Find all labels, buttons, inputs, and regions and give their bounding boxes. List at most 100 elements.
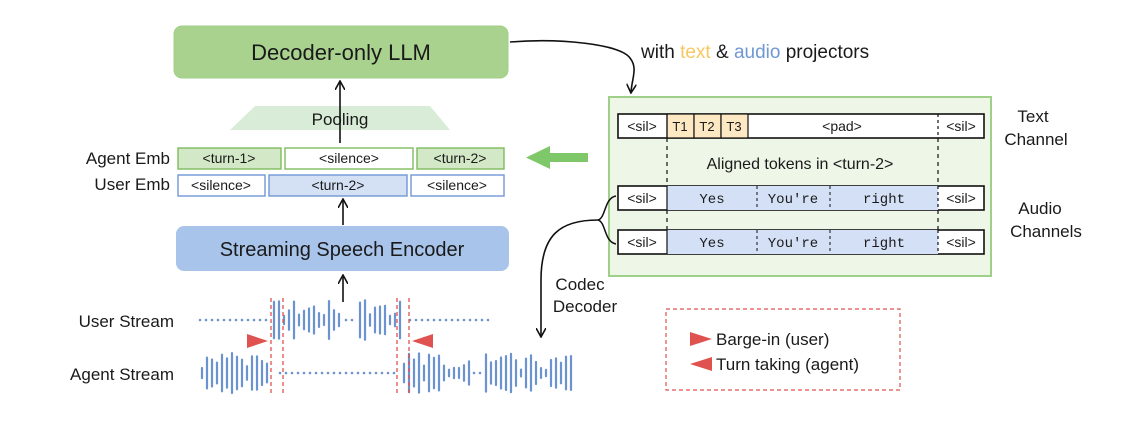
audio-token-label: right <box>863 236 905 252</box>
waveform-dot <box>228 318 232 322</box>
audio-channels-label-1: Audio <box>1018 199 1061 218</box>
agent-emb-token-label: <turn-2> <box>434 150 487 166</box>
agent-emb-token-2 <box>416 147 505 170</box>
waveform-dot <box>302 371 306 375</box>
waveform-dot <box>350 318 354 322</box>
turn-taking-legend-label: Turn taking (agent) <box>716 355 859 374</box>
user-emb-token-label: <silence> <box>191 177 251 193</box>
barge-in-legend-icon <box>690 332 712 346</box>
legend: Barge-in (user) Turn taking (agent) <box>665 308 901 391</box>
codec-label-2: Decoder <box>553 297 618 316</box>
audio-token-label: Yes <box>699 236 724 252</box>
waveform-dot <box>258 318 262 322</box>
text-token-label: <sil> <box>946 118 976 134</box>
waveform-dot <box>284 371 288 375</box>
text-word: text <box>680 42 711 63</box>
audio-channels-label-2: Channels <box>1010 222 1082 241</box>
waveform-dot <box>332 371 336 375</box>
waveform-dot <box>426 318 430 322</box>
waveform-dot <box>472 371 476 375</box>
waveform-dot <box>222 318 226 322</box>
barge-in-marker <box>247 334 268 348</box>
waveform-dot <box>234 318 238 322</box>
text-token-t3 <box>720 113 749 139</box>
waveform-dot <box>386 371 390 375</box>
waveform-dot <box>432 318 436 322</box>
llm-box <box>173 25 509 79</box>
user-stream-label: User Stream <box>79 312 174 331</box>
encoder-label: Streaming Speech Encoder <box>220 239 465 261</box>
streaming-speech-encoder-block: Streaming Speech Encoder <box>176 226 509 271</box>
user-stream-waveform <box>198 299 490 341</box>
waveform-dot <box>462 318 466 322</box>
text-channel-label-2: Channel <box>1004 130 1067 149</box>
audio-channel-row-1: <sil> Yes You're right <sil> <box>617 185 985 211</box>
barge-in-guides <box>270 298 410 395</box>
waveform-dot <box>216 318 220 322</box>
agent-emb-token-0 <box>177 147 282 170</box>
barge-in-legend-label: Barge-in (user) <box>716 330 829 349</box>
text-token-t1 <box>666 113 695 139</box>
decoder-only-llm-block: Decoder-only LLM <box>173 25 509 79</box>
waveform-dot <box>444 318 448 322</box>
llm-label: Decoder-only LLM <box>251 40 431 65</box>
user-emb-token-0 <box>177 174 266 197</box>
codec-label-1: Codec <box>555 275 605 294</box>
user-emb-token-label: <silence> <box>427 177 487 193</box>
waveform-dot <box>344 318 348 322</box>
waveform-dot <box>290 371 294 375</box>
waveform-dot <box>314 371 318 375</box>
text-channel-label-1: Text <box>1017 107 1048 126</box>
audio-token-label: You're <box>768 192 818 208</box>
waveform-dot <box>374 371 378 375</box>
waveform-dot <box>210 318 214 322</box>
waveform-dot <box>420 318 424 322</box>
agent-emb-token-label: <silence> <box>319 150 379 166</box>
user-emb-row: <silence> <turn-2> <silence> <box>177 174 505 197</box>
user-emb-token-label: <turn-2> <box>312 177 365 193</box>
waveform-dot <box>468 318 472 322</box>
turn-taking-legend-icon <box>690 357 712 371</box>
waveform-dot <box>198 318 202 322</box>
projector-note: with text & audio projectors <box>640 42 869 63</box>
waveform-dot <box>252 318 256 322</box>
waveform-dot <box>392 371 396 375</box>
agent-emb-token-label: <turn-1> <box>203 150 256 166</box>
waveform-dot <box>350 371 354 375</box>
waveform-dot <box>414 318 418 322</box>
waveform-dot <box>480 318 484 322</box>
waveform-dot <box>326 371 330 375</box>
llm-to-panel-arrow <box>509 40 634 92</box>
text-token-label: T2 <box>699 119 714 134</box>
text-token-label: <sil> <box>627 118 657 134</box>
audio-token-label: <sil> <box>627 234 657 250</box>
waveform-dot <box>478 371 482 375</box>
waveform-dot <box>204 318 208 322</box>
text-token-label: T3 <box>726 119 741 134</box>
waveform-dot <box>456 318 460 322</box>
waveform-dot <box>438 318 442 322</box>
user-emb-token-1 <box>268 174 408 197</box>
encoder-box <box>176 226 509 271</box>
waveform-dot <box>474 318 478 322</box>
waveform-dot <box>338 371 342 375</box>
audio-token-label: <sil> <box>627 190 657 206</box>
text-channel-row: <sil> T1 T2 T3 <pad> <sil> <box>617 113 985 139</box>
audio-word: audio <box>734 42 781 63</box>
audio-token-label: <sil> <box>946 234 976 250</box>
waveform-dot <box>278 371 282 375</box>
waveform-dot <box>368 371 372 375</box>
user-emb-label: User Emb <box>94 175 170 194</box>
waveform-dot <box>344 371 348 375</box>
text-token-t2 <box>693 113 722 139</box>
legend-box <box>665 308 901 391</box>
waveform-dot <box>362 371 366 375</box>
turn-taking-marker <box>412 334 433 348</box>
waveform-dot <box>380 371 384 375</box>
waveform-dot <box>356 371 360 375</box>
audio-token-label: Yes <box>699 192 724 208</box>
audio-token-label: <sil> <box>946 190 976 206</box>
agent-stream-label: Agent Stream <box>70 365 174 384</box>
agent-emb-label: Agent Emb <box>86 149 170 168</box>
codec-arrow <box>541 219 599 336</box>
